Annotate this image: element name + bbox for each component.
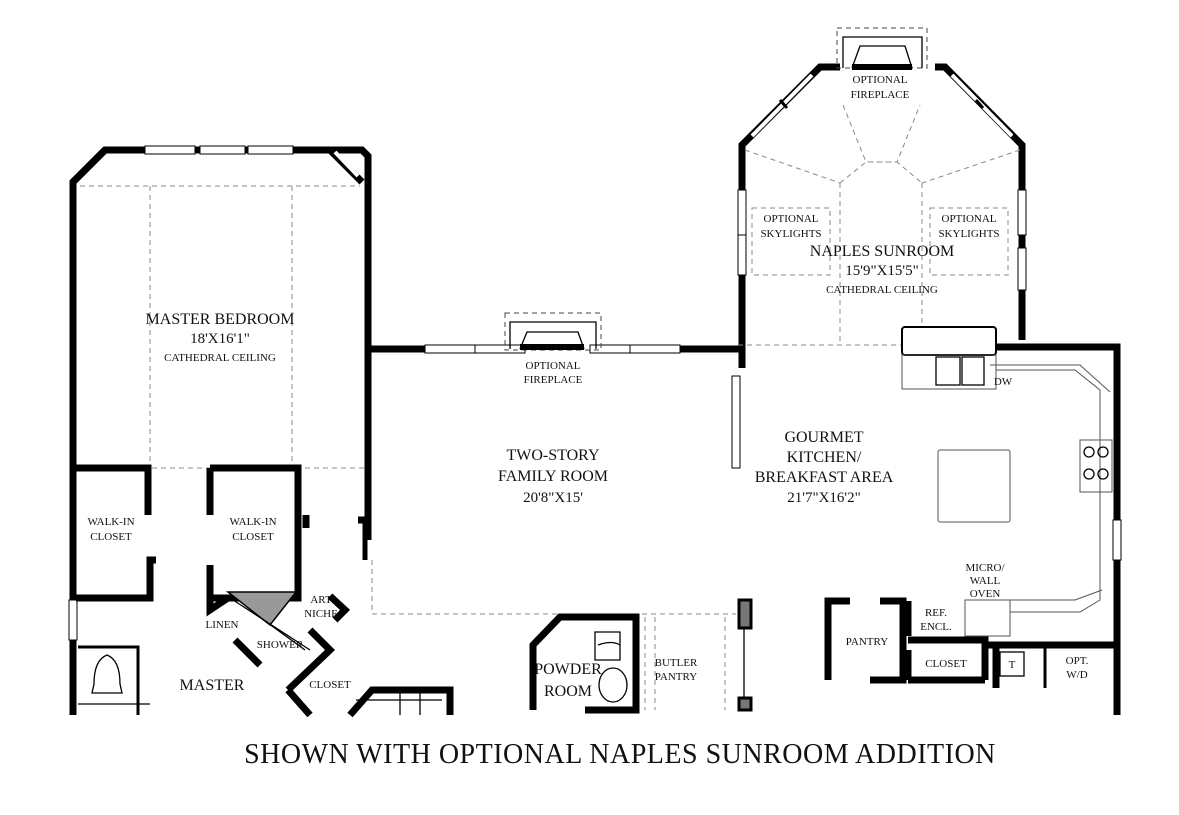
linen-label: LINEN (206, 619, 239, 631)
kitchen-line2: KITCHEN/ (787, 449, 862, 466)
butler-pantry-line2: PANTRY (655, 671, 697, 683)
sunroom-ceiling-lines (744, 104, 1021, 345)
sunroom-note: CATHEDRAL CEILING (826, 284, 938, 296)
family-room-line1: TWO-STORY (506, 447, 599, 464)
pantry-closet-walls (824, 597, 1121, 715)
closet-walls (76, 464, 370, 602)
sunroom-size: 15'9"X15'5" (845, 263, 918, 279)
kitchen-closet-label: CLOSET (925, 658, 967, 670)
sunroom-fireplace-line1: OPTIONAL (853, 74, 908, 86)
ref-encl-line1: REF. (925, 607, 947, 619)
micro-oven-line3: OVEN (970, 588, 1001, 600)
labels: MASTER BEDROOM 18'X16'1" CATHEDRAL CEILI… (87, 74, 1088, 770)
walkin-right-line1: WALK-IN (229, 516, 276, 528)
butler-pantry-line1: BUTLER (655, 657, 698, 669)
skylights-left-line1: OPTIONAL (764, 213, 819, 225)
opt-wd-line1: OPT. (1066, 655, 1089, 667)
family-room-line2: FAMILY ROOM (498, 468, 608, 485)
walkin-left-line2: CLOSET (90, 531, 132, 543)
powder-room-line2: ROOM (544, 683, 592, 700)
walkin-left-line1: WALK-IN (87, 516, 134, 528)
micro-oven-line1: MICRO/ (965, 562, 1005, 574)
pantry-label: PANTRY (846, 636, 888, 648)
powder-room-line1: POWDER (534, 661, 602, 678)
kitchen-size: 21'7"X16'2" (787, 490, 860, 506)
sunroom-walls (737, 63, 1027, 340)
walkin-right-line2: CLOSET (232, 531, 274, 543)
master-bedroom-size: 18'X16'1" (190, 331, 250, 347)
family-fireplace (504, 312, 602, 351)
kitchen-cabinets (901, 354, 1113, 637)
ref-encl-line2: ENCL. (920, 621, 952, 633)
powder-and-pantry (529, 598, 753, 714)
family-fireplace-line2: FIREPLACE (524, 374, 583, 386)
family-room-size: 20'8"X15' (523, 490, 583, 506)
bath-closet-label: CLOSET (309, 679, 351, 691)
sunroom-name: NAPLES SUNROOM (810, 243, 954, 260)
family-room-walls (368, 300, 746, 469)
art-niche (225, 591, 298, 627)
art-niche-line2: NICHE (304, 608, 338, 620)
micro-oven-line2: WALL (970, 575, 1001, 587)
shower-label: SHOWER (257, 639, 304, 651)
bath-fixtures (78, 593, 454, 718)
t-label: T (1009, 659, 1016, 671)
opt-wd-line2: W/D (1066, 669, 1087, 681)
plan-caption: SHOWN WITH OPTIONAL NAPLES SUNROOM ADDIT… (244, 739, 996, 770)
sunroom-fireplace (836, 27, 928, 70)
skylights-left-line2: SKYLIGHTS (760, 228, 821, 240)
master-bedroom-walls (68, 145, 372, 715)
kitchen-line1: GOURMET (784, 429, 863, 446)
kitchen-walls (901, 326, 1122, 715)
art-niche-line1: ART (310, 594, 332, 606)
skylights-right-line1: OPTIONAL (942, 213, 997, 225)
kitchen-line3: BREAKFAST AREA (755, 469, 894, 486)
skylights-right-line2: SKYLIGHTS (938, 228, 999, 240)
dw-label: DW (994, 376, 1013, 388)
master-bath-label: MASTER (180, 677, 245, 694)
family-fireplace-line1: OPTIONAL (526, 360, 581, 372)
master-bedroom-note: CATHEDRAL CEILING (164, 352, 276, 364)
master-bedroom-name: MASTER BEDROOM (146, 311, 295, 328)
family-room-lines (371, 344, 1000, 615)
sunroom-fireplace-line2: FIREPLACE (851, 89, 910, 101)
